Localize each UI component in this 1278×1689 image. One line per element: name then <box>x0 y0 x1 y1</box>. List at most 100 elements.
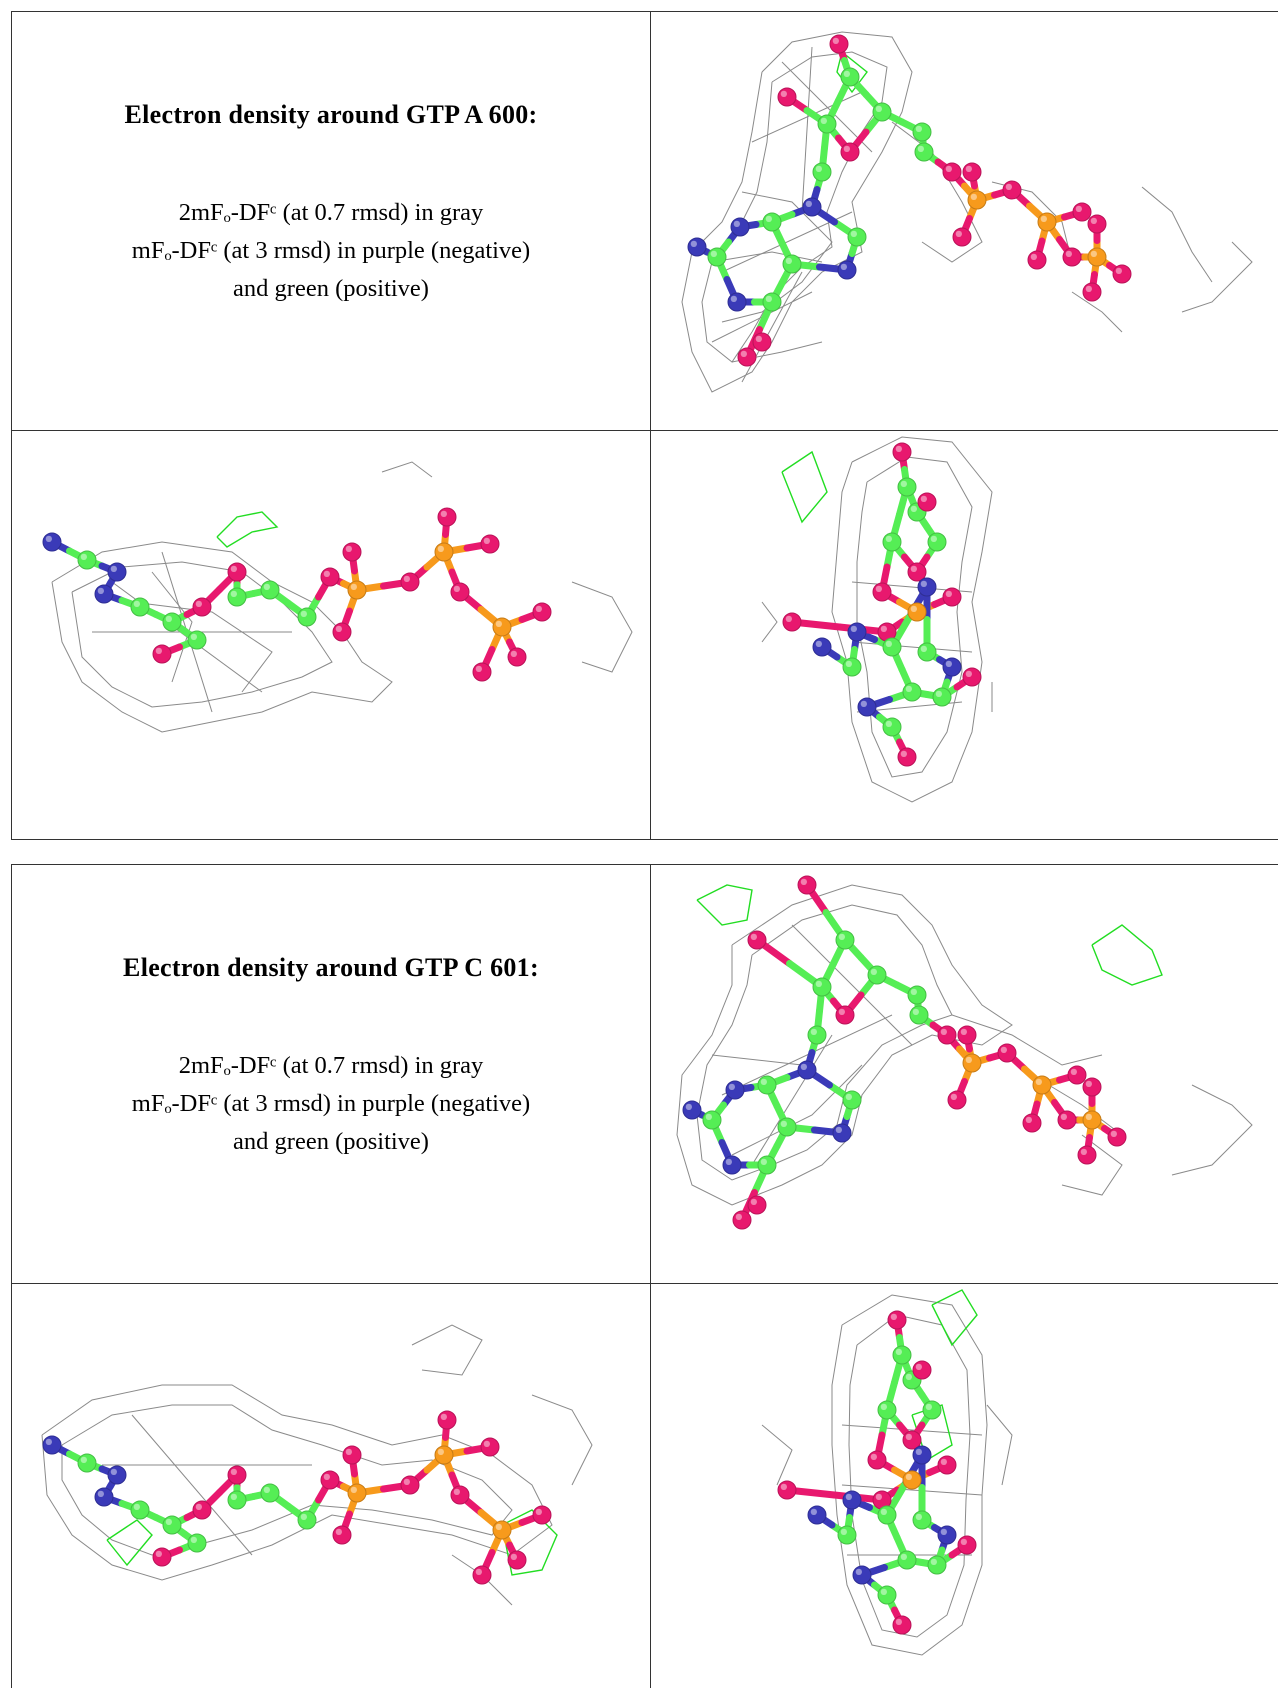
atom-c <box>260 1483 280 1503</box>
atom-c <box>817 114 837 134</box>
atom-o <box>777 87 797 107</box>
atom-c <box>840 67 860 87</box>
atom-o <box>450 1485 470 1505</box>
atom-o <box>1057 1110 1077 1130</box>
atom-highlight <box>895 445 902 452</box>
atom-highlight <box>945 660 952 667</box>
atom-n <box>802 197 822 217</box>
atom-highlight <box>900 1553 907 1560</box>
atom-c <box>757 1155 777 1175</box>
atom-highlight <box>800 1063 807 1070</box>
atom-o <box>947 1090 967 1110</box>
atom-highlight <box>535 605 542 612</box>
atom-n <box>722 1155 742 1175</box>
atom-highlight <box>900 480 907 487</box>
atom-o <box>732 1210 752 1230</box>
atom-o <box>480 534 500 554</box>
atom-highlight <box>690 240 697 248</box>
atom-highlight <box>97 1490 104 1497</box>
atom-o <box>952 227 972 247</box>
atom-o <box>902 1430 922 1450</box>
atom-c <box>912 1510 932 1530</box>
atom-o <box>917 492 937 512</box>
map-fofc-line: mFₒ-DFᶜ (at 3 rmsd) in purple (negative) <box>131 1090 531 1117</box>
density-mesh-fofc-positive <box>216 511 279 548</box>
atom-highlight <box>820 117 827 124</box>
atom-o <box>840 142 860 162</box>
atom-highlight <box>765 295 772 302</box>
atom-highlight <box>453 585 460 592</box>
atom-highlight <box>905 685 912 692</box>
atom-highlight <box>350 1486 357 1493</box>
atom-o <box>507 647 527 667</box>
atom-highlight <box>805 200 812 208</box>
atom-o <box>737 347 757 367</box>
caption-cell: Electron density around GTP A 600: 2mFₒ-… <box>12 12 650 430</box>
atom-o <box>342 1445 362 1465</box>
atom-o <box>480 1437 500 1457</box>
atom-highlight <box>940 1528 947 1535</box>
atom-highlight <box>930 1558 937 1565</box>
atom-highlight <box>912 1008 919 1015</box>
atom-highlight <box>815 165 822 173</box>
figure-block-gtp-a600: Electron density around GTP A 600: 2mFₒ-… <box>11 11 1278 840</box>
atom-c <box>882 717 902 737</box>
atom-highlight <box>780 90 787 97</box>
atom-highlight <box>705 1113 712 1120</box>
atom-c <box>927 532 947 552</box>
atom-c <box>897 477 917 497</box>
atom-c <box>777 1117 797 1137</box>
atom-highlight <box>760 1078 767 1085</box>
atom-o <box>942 587 962 607</box>
atom-highlight <box>760 1158 767 1165</box>
atom-highlight <box>1040 215 1047 223</box>
atom-highlight <box>728 1083 735 1090</box>
atom-c <box>872 102 892 122</box>
atom-highlight <box>755 335 762 342</box>
atom-o <box>472 1565 492 1585</box>
density-mesh-2fofc <box>51 461 633 733</box>
atom-c <box>162 612 182 632</box>
atom-n <box>107 562 127 582</box>
gtp-c601-view-2 <box>41 1324 593 1606</box>
atom-highlight <box>850 625 857 632</box>
atom-highlight <box>440 1413 447 1420</box>
map-2fofc-line: 2mFₒ-DFᶜ (at 0.7 rmsd) in gray <box>178 199 484 226</box>
atom-highlight <box>845 1493 852 1500</box>
atom-n <box>107 1465 127 1485</box>
cell-divider-vertical <box>650 865 651 1688</box>
atom-highlight <box>835 1126 842 1133</box>
atom-c <box>877 1400 897 1420</box>
atom-highlight <box>110 1468 117 1475</box>
figure-block-gtp-c601: Electron density around GTP C 601: 2mFₒ-… <box>11 864 1278 1688</box>
atom-c <box>877 1585 897 1605</box>
atom-highlight <box>895 1618 902 1625</box>
atom-c <box>847 227 867 247</box>
map-2fofc-line: 2mFₒ-DFᶜ (at 0.7 rmsd) in gray <box>178 1052 484 1079</box>
atom-c <box>922 1400 942 1420</box>
atom-o <box>937 1455 957 1475</box>
atom-o <box>1002 180 1022 200</box>
atom-highlight <box>965 1056 972 1063</box>
panel-description: 2mFₒ-DFᶜ (at 0.7 rmsd) in gray mFₒ-DFᶜ (… <box>132 194 530 308</box>
atom-o <box>1067 1065 1087 1085</box>
atom-p <box>1082 1110 1102 1130</box>
atom-n <box>842 1490 862 1510</box>
atom-highlight <box>915 1513 922 1520</box>
atom-highlight <box>510 1553 517 1560</box>
gtp-a600-view-1 <box>681 31 1253 393</box>
atom-n <box>725 1080 745 1100</box>
atom-o <box>872 582 892 602</box>
atom-highlight <box>190 633 198 640</box>
atom-highlight <box>1005 183 1012 191</box>
atom-highlight <box>483 537 490 544</box>
atom-highlight <box>110 565 117 572</box>
atom-o <box>1062 247 1082 267</box>
atom-highlight <box>838 1008 845 1015</box>
atom-highlight <box>1085 1113 1092 1120</box>
atom-highlight <box>195 1503 203 1510</box>
atom-c <box>297 1510 317 1530</box>
atom-highlight <box>810 1028 817 1035</box>
atom-highlight <box>190 1536 198 1543</box>
atom-highlight <box>323 1473 330 1480</box>
